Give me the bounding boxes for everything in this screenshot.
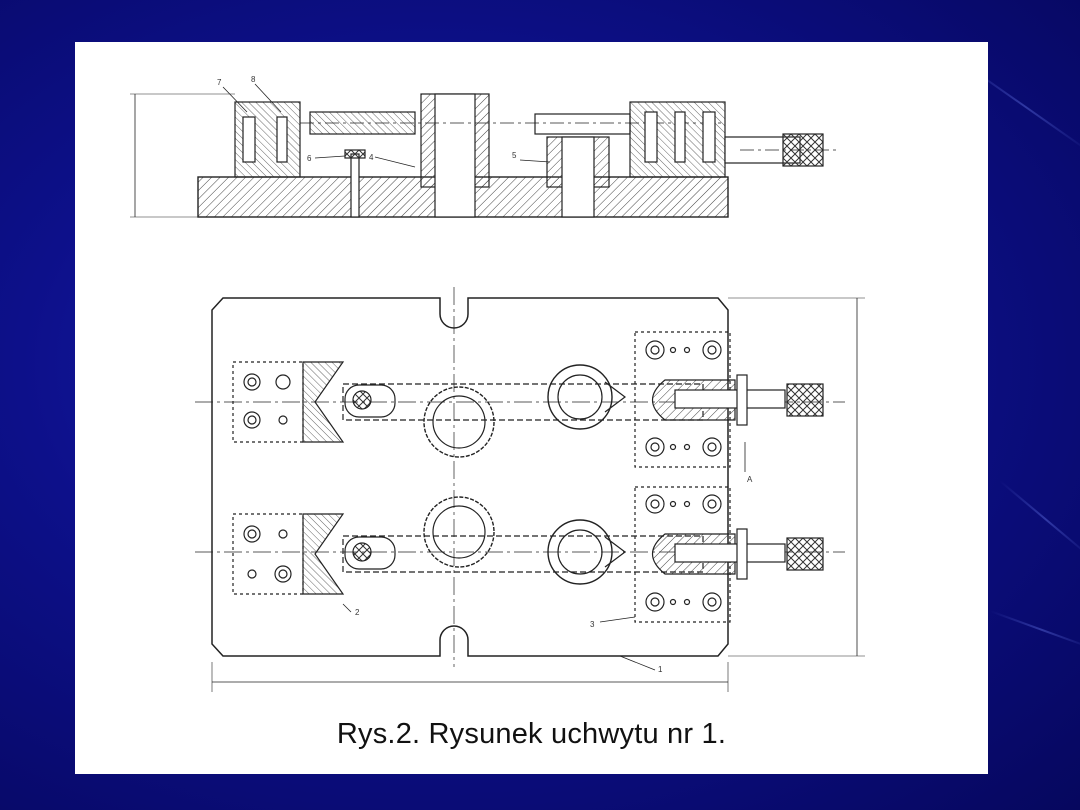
callout-label: 8 [251,75,256,84]
callout-label: 5 [512,151,517,160]
bolt-head [645,494,665,514]
screw [242,116,256,163]
bolt-head [702,494,722,514]
work-bushing-plan [547,364,613,430]
background-streak [999,480,1080,559]
plan-view [195,287,865,692]
clamp-screw-shank [674,389,786,409]
lower-station [232,486,824,623]
technical-drawing: 7 8 6 4 5 [130,75,865,692]
pin-hole [247,569,257,579]
figure-caption: Rys.2. Rysunek uchwytu nr 1. [336,718,727,750]
bolt-head [274,565,292,583]
center-bushing-plan [423,496,495,568]
bolt-head [243,525,261,543]
section-callouts: 7 8 6 4 5 [217,75,517,163]
bolt-head [702,592,722,612]
bolt-head [243,373,261,391]
slide-panel: 7 8 6 4 5 [75,42,988,774]
locating-pin-head [352,542,372,562]
center-bushing-plan [423,386,495,458]
callout-label: 1 [658,665,663,674]
bolt-head [702,340,722,360]
section-mark-label: A [747,475,753,484]
plate-outline [211,297,729,657]
callout-label: 6 [307,154,312,163]
clamp-knob [786,537,824,571]
left-jaw-plate [232,513,304,595]
slide-bar [342,535,704,573]
screw [702,111,716,163]
background-streak [989,610,1080,650]
bolt-head [645,592,665,612]
work-bushing-plan [547,519,613,585]
bolt-head [645,340,665,360]
screw [276,116,288,163]
plan-callouts: 1 2 3 A [355,475,753,674]
screw [674,111,686,163]
callout-label: 4 [369,153,374,162]
bolt-head [645,437,665,457]
clamp-screw-shank [674,543,786,563]
callout-label: 3 [590,620,595,629]
clamp-knob [786,383,824,417]
upper-station [232,331,824,468]
slide-rod [534,113,631,135]
v-block [302,361,345,443]
callout-label: 7 [217,78,222,87]
locating-pin-head [352,390,372,410]
locating-pin [350,153,360,218]
bolt-head [243,411,261,429]
bolt-head [702,437,722,457]
section-view [130,83,840,218]
pin-hole [278,415,288,425]
bolt-head [275,374,291,390]
callout-label: 2 [355,608,360,617]
v-block [302,513,345,595]
screw [644,111,658,163]
pin-hole [278,529,288,539]
